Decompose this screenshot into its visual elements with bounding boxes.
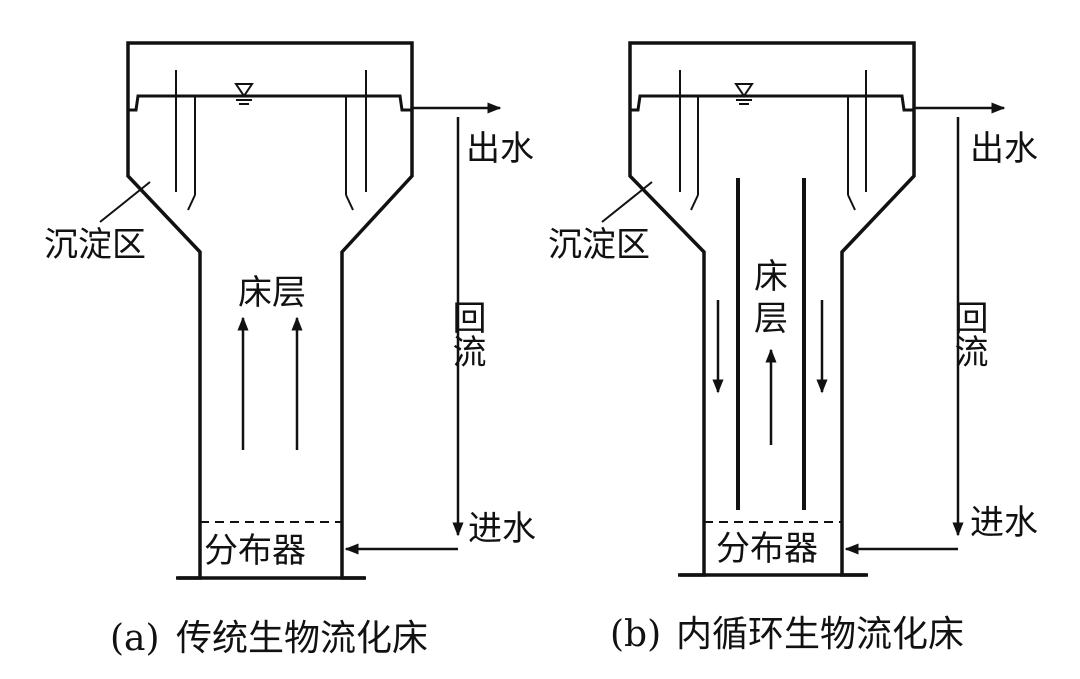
reactor-a-outline [126,41,414,580]
diagram-a-labels: 出水 沉淀区 床层 回流 进水 分布器 (a) 传统生物流化床 [44,129,536,659]
water-level-b [630,94,914,112]
baffles-a [175,70,367,211]
water-level-a [128,94,412,112]
inlet-label-a: 进水 [468,509,536,549]
settling-leader-b [601,181,653,223]
bed-label-b-line2: 层 [754,299,788,339]
diagram-b-labels: 出水 沉淀区 床 层 回流 进水 分布器 (b) 内循环生物流化床 [548,129,1038,655]
outlet-label-a: 出水 [466,129,534,169]
outlet-label-b: 出水 [970,129,1038,169]
bed-label-b-line1: 床 [754,257,788,297]
caption-a: 传统生物流化床 [176,618,428,659]
distributor-label-a: 分布器 [204,531,306,571]
water-surface-symbol-b [734,83,754,105]
reactor-b-outline [628,41,916,577]
recirculation-label-a: 回流 [446,300,486,368]
caption-tag-b: (b) [610,614,661,655]
recirculation-label-b: 回流 [948,300,988,368]
settling-leader-a [99,181,151,223]
settling-zone-label-a: 沉淀区 [44,225,146,265]
caption-b: 内循环生物流化床 [676,614,964,655]
baffles-b [679,70,867,211]
distributor-label-b: 分布器 [716,529,818,569]
settling-zone-label-b: 沉淀区 [548,225,650,265]
bed-label-a: 床层 [238,273,306,313]
water-surface-symbol-a [234,83,254,105]
diagram-a [99,41,502,580]
caption-tag-a: (a) [110,618,160,659]
inlet-label-b: 进水 [970,503,1038,543]
diagram-b [601,41,1006,577]
